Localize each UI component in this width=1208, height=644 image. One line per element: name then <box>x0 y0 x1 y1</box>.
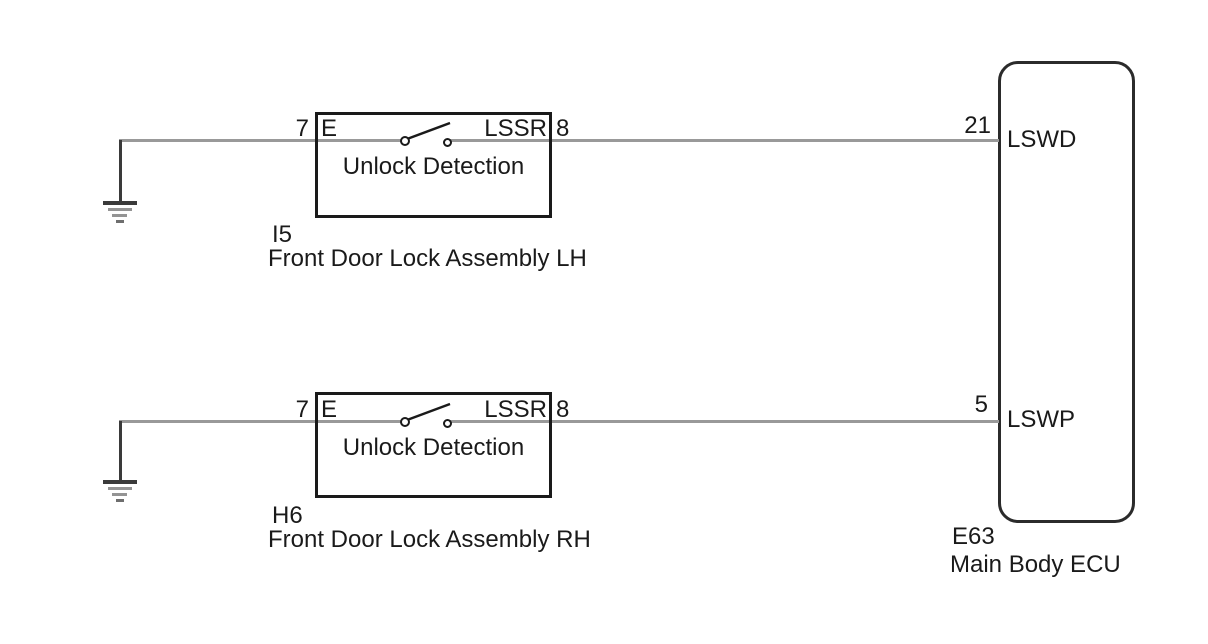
wire-gap <box>405 417 449 426</box>
ecu-terminal-lswd: LSWD <box>1007 126 1077 153</box>
ground-bar <box>103 201 137 205</box>
wire-rh-to-ecu <box>119 420 999 423</box>
ecu-pin-number-5: 5 <box>974 391 988 418</box>
component-box-front-door-lock-rh <box>315 392 552 498</box>
switch-contact-left <box>400 417 410 427</box>
terminal-label-lh-e: E <box>321 115 338 142</box>
component-id-lh: I5 <box>272 221 293 248</box>
ground-bar <box>116 499 124 502</box>
component-box-front-door-lock-lh <box>315 112 552 218</box>
ecu-component-name: Main Body ECU <box>950 551 1121 578</box>
switch-function-label-rh: Unlock Detection <box>342 434 525 461</box>
ground-bar <box>108 208 132 211</box>
switch-blade <box>406 402 451 422</box>
wire-lh-to-ecu <box>119 139 999 142</box>
ecu-pin-number-21: 21 <box>964 112 991 139</box>
component-id-rh: H6 <box>272 502 303 529</box>
ecu-component-id: E63 <box>952 523 995 550</box>
ground-stem <box>119 140 122 202</box>
switch-blade <box>406 121 451 141</box>
terminal-label-rh-lssr: LSSR <box>484 396 547 423</box>
terminal-label-rh-e: E <box>321 396 338 423</box>
ecu-connector-box <box>998 61 1135 523</box>
ecu-terminal-lswp: LSWP <box>1007 406 1076 433</box>
terminal-label-lh-lssr: LSSR <box>484 115 547 142</box>
ground-stem <box>119 421 122 482</box>
wire-gap <box>405 136 449 145</box>
switch-function-label-lh: Unlock Detection <box>342 153 525 180</box>
pin-number-lh-right: 8 <box>556 115 570 142</box>
switch-contact-right <box>443 419 452 428</box>
pin-number-lh-left: 7 <box>295 115 309 142</box>
pin-number-rh-right: 8 <box>556 396 570 423</box>
ground-bar <box>108 487 132 490</box>
ground-bar <box>116 220 124 223</box>
ground-bar <box>112 493 127 496</box>
component-name-rh: Front Door Lock Assembly RH <box>268 526 591 553</box>
component-name-lh: Front Door Lock Assembly LH <box>268 245 587 272</box>
switch-contact-right <box>443 138 452 147</box>
ground-bar <box>112 214 127 217</box>
switch-contact-left <box>400 136 410 146</box>
ground-bar <box>103 480 137 484</box>
pin-number-rh-left: 7 <box>295 396 309 423</box>
